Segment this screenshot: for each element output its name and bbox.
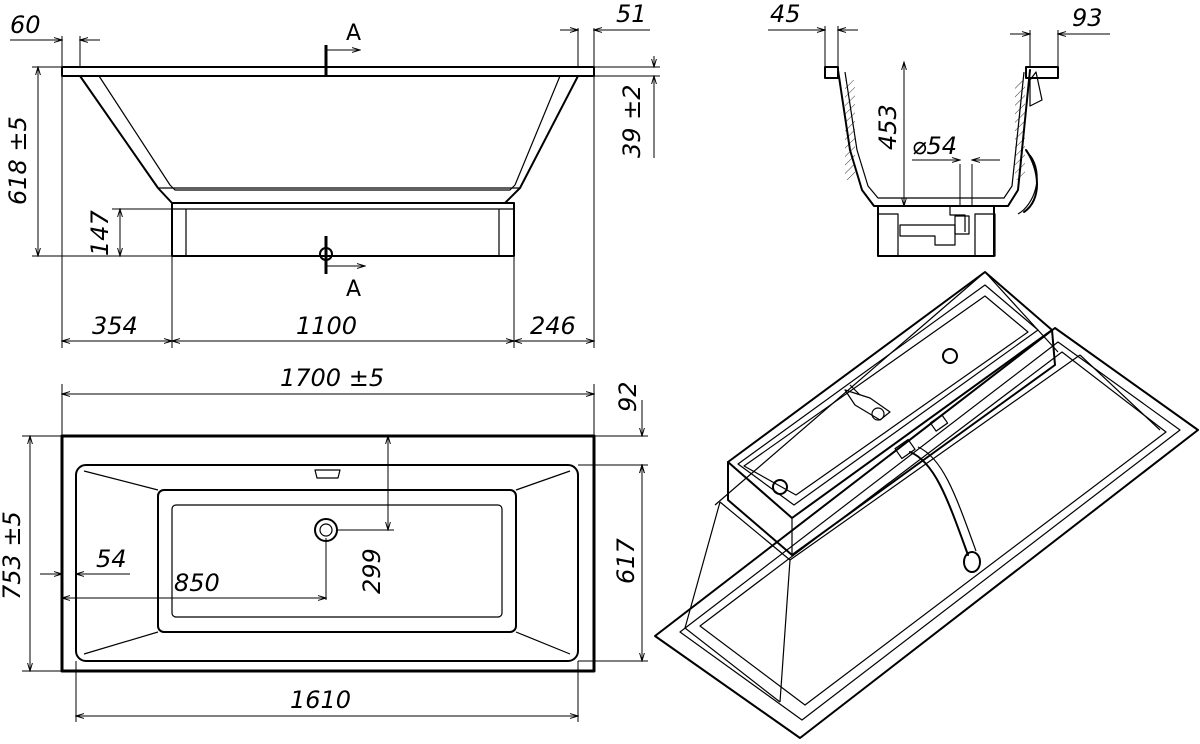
dim-left-offset: 354 xyxy=(92,312,138,340)
dim-end-rim-right: 93 xyxy=(1072,4,1103,32)
dim-rim-right: 51 xyxy=(616,0,647,28)
top-outer-rim xyxy=(60,434,596,673)
side-tub-inner-line xyxy=(98,75,561,191)
drain-pipe xyxy=(899,224,956,246)
dim-length: 1700 ±5 xyxy=(280,364,384,392)
dim-drain-position: 850 xyxy=(174,569,220,597)
dim-height: 618 ±5 xyxy=(4,116,32,205)
iso-siphon xyxy=(844,389,891,421)
top-overflow xyxy=(314,469,341,479)
isometric-view xyxy=(654,271,1199,739)
dim-inner-width: 617 xyxy=(612,537,640,584)
dim-inner-length: 1610 xyxy=(290,686,351,714)
section-a-bottom-label: A xyxy=(346,277,361,302)
top-basin-floor xyxy=(157,489,517,633)
dim-end-rim-left: 45 xyxy=(770,0,801,28)
side-base xyxy=(171,202,515,257)
dim-depth: 453 xyxy=(874,104,902,150)
iso-overflow xyxy=(942,348,958,364)
side-tub-body xyxy=(79,75,579,204)
dim-drain-edge: 54 xyxy=(96,545,127,573)
top-basin-outline xyxy=(75,464,579,662)
end-inner-shell xyxy=(844,71,1025,199)
top-view: 1700 ±5 92 617 753 ±5 1610 54 850 299 xyxy=(0,364,648,722)
dim-drain-offset: 299 xyxy=(358,548,386,594)
dim-rim-thickness: 39 ±2 xyxy=(618,84,646,158)
iso-rim-outer xyxy=(654,327,1199,739)
side-rim xyxy=(61,66,595,77)
dim-drain-diameter: ⌀54 xyxy=(912,132,957,160)
end-section-view: 453 ⌀54 45 93 xyxy=(768,0,1110,257)
section-a-top-label: A xyxy=(346,21,361,46)
dim-rim-width: 60 xyxy=(10,11,41,39)
iso-drain-hose xyxy=(909,451,969,556)
top-drain xyxy=(314,518,338,542)
dim-rim-top: 92 xyxy=(614,381,642,412)
dim-base-height: 147 xyxy=(86,209,114,256)
dim-right-offset: 246 xyxy=(530,312,576,340)
iso-drain xyxy=(772,479,788,495)
dim-width: 753 ±5 xyxy=(0,511,26,600)
overflow-fitting xyxy=(1029,71,1043,107)
dim-base-length: 1100 xyxy=(296,312,357,340)
side-view: A A 60 51 618 ±5 39 ±2 147 xyxy=(4,0,660,348)
